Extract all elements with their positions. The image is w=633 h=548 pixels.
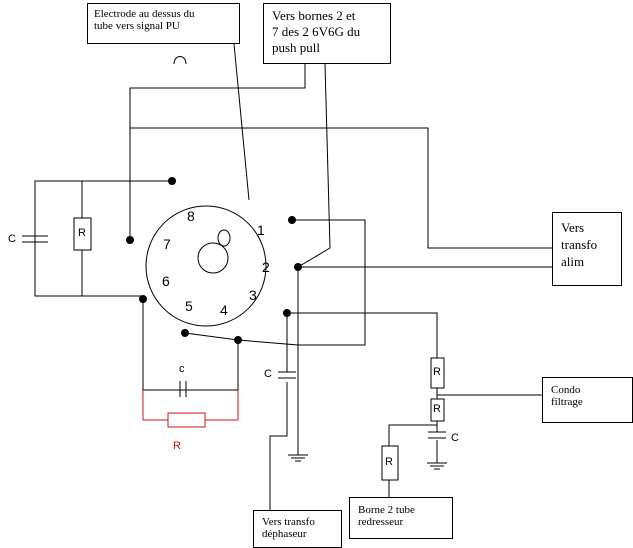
wire-push-pull <box>297 63 331 268</box>
junction-dot <box>126 236 134 244</box>
pin-number: 4 <box>220 302 228 318</box>
label-r-top: R <box>433 366 441 378</box>
wire-left-top <box>34 180 172 297</box>
condo-filtrage-box: Condo filtrage <box>542 377 633 423</box>
junction-dot <box>234 336 242 344</box>
push-pull-label: Vers bornes 2 et 7 des 2 6V6G du push pu… <box>272 8 361 55</box>
label-r-mid: R <box>433 403 441 415</box>
junction-dot <box>294 263 302 271</box>
junction-dot <box>288 216 296 224</box>
socket-key <box>217 229 231 247</box>
wire-borne2 <box>388 424 437 446</box>
junction-dot <box>283 309 291 317</box>
push-pull-box: Vers bornes 2 et 7 des 2 6V6G du push pu… <box>263 3 391 64</box>
pin-number: 8 <box>187 208 195 224</box>
borne2-label: Borne 2 tube redresseur <box>358 504 415 528</box>
pin-number: 1 <box>257 222 265 238</box>
junction-dot <box>139 295 147 303</box>
dephaseur-box: Vers transfo déphaseur <box>253 510 342 548</box>
electrode-cap <box>173 56 187 65</box>
wire-pin5 <box>142 296 239 391</box>
junction-dot <box>181 329 189 337</box>
wire-pin4 <box>184 332 239 341</box>
dephaseur-label: Vers transfo déphaseur <box>262 516 315 540</box>
label-c-left: C <box>8 233 16 245</box>
pin-number: 6 <box>162 273 170 289</box>
wire-electrode <box>233 43 250 201</box>
label-c-small: c <box>179 363 185 375</box>
pin-number: 7 <box>163 236 171 252</box>
transfo-alim-box: Vers transfo alim <box>552 212 622 286</box>
pin-number: 5 <box>185 298 193 314</box>
junction-dot <box>168 177 176 185</box>
transfo-alim-label: Vers transfo alim <box>561 220 598 269</box>
wire-pin3-out <box>237 339 299 346</box>
wire-top-2 <box>130 127 552 249</box>
wire-pin1-loop <box>292 219 366 346</box>
tube-socket <box>145 205 267 327</box>
wire-dephaseur-2 <box>269 382 288 510</box>
label-r-red: R <box>173 440 181 452</box>
wire-red-loop-2 <box>205 390 239 421</box>
condo-filtrage-label: Condo filtrage <box>551 384 583 408</box>
wire-top-1 <box>129 64 306 240</box>
label-c-mid: C <box>264 368 272 380</box>
resistor-red <box>167 412 206 428</box>
pin-number: 3 <box>249 287 257 303</box>
resistor-bottom <box>381 445 399 481</box>
tube-center-hole <box>197 242 229 274</box>
pin-number: 2 <box>262 259 270 275</box>
label-c-right: C <box>451 432 459 444</box>
electrode-label: Electrode au dessus du tube vers signal … <box>94 8 195 32</box>
label-r-bottom: R <box>385 456 393 468</box>
wire-red-loop <box>142 390 168 421</box>
label-r-left: R <box>78 227 86 239</box>
wire-cathode <box>287 312 438 358</box>
borne2-box: Borne 2 tube redresseur <box>349 497 453 539</box>
electrode-box: Electrode au dessus du tube vers signal … <box>87 3 240 44</box>
